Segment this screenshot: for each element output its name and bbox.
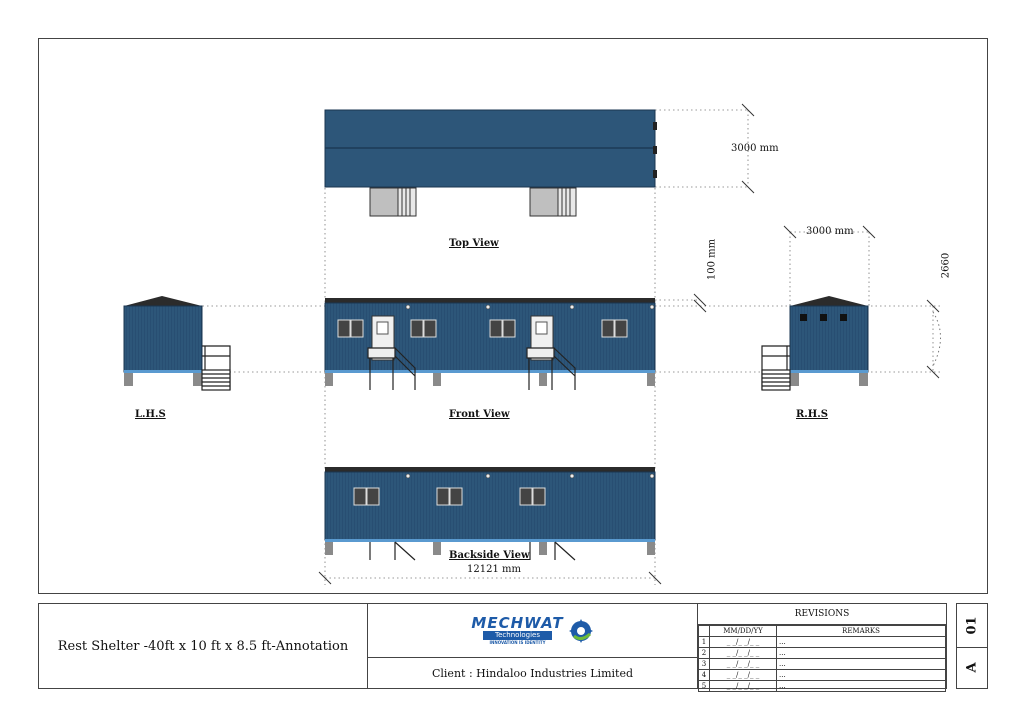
sheet-size: A (964, 662, 980, 673)
revision-remark: ... (776, 647, 946, 659)
lhs-view (123, 296, 231, 391)
dimension-rhs-height: 2660 (940, 252, 952, 279)
revision-no: 3 (698, 658, 710, 670)
lhs-view-label: L.H.S (135, 409, 166, 420)
backside-view (324, 467, 656, 561)
revision-date: _ _/_ _/_ _ (709, 636, 777, 648)
dimension-length: 12121 mm (467, 564, 521, 575)
client-name: Client : Hindaloo Industries Limited (431, 667, 633, 680)
sheet-size-cell: A (957, 647, 987, 688)
dimension-rhs-width: 3000 mm (806, 226, 854, 237)
revision-no: 4 (698, 669, 710, 681)
revision-date: _ _/_ _/_ _ (709, 658, 777, 670)
gear-icon (568, 618, 593, 643)
sheet-info: 01 A (956, 603, 988, 689)
drawing-title: Rest Shelter -40ft x 10 ft x 8.5 ft-Anno… (38, 603, 368, 689)
company-logo: MECHWAT Technologies INNOVATION IS IDENT… (368, 604, 697, 658)
table-row: 4 _ _/_ _/_ _ ... (698, 669, 946, 681)
dimension-ticks (318, 103, 940, 585)
logo-tagline: INNOVATION IS IDENTITY (489, 640, 546, 645)
revision-date-header: MM/DD/YY (709, 625, 777, 637)
sheet-number-cell: 01 (957, 604, 987, 648)
logo-block: MECHWAT Technologies INNOVATION IS IDENT… (367, 603, 698, 689)
revision-no: 5 (698, 680, 710, 692)
rhs-view (761, 296, 941, 391)
front-view-label: Front View (449, 409, 510, 420)
revision-no: 2 (698, 647, 710, 659)
revisions-block: REVISIONS MM/DD/YY REMARKS 1 _ _/_ _/_ _… (697, 603, 947, 692)
dimension-top-height: 3000 mm (731, 143, 779, 154)
revision-date: _ _/_ _/_ _ (709, 669, 777, 681)
drawing-title-text: Rest Shelter -40ft x 10 ft x 8.5 ft-Anno… (57, 638, 349, 654)
revisions-header-row: MM/DD/YY REMARKS (698, 625, 946, 637)
revision-date: _ _/_ _/_ _ (709, 680, 777, 692)
backside-view-label: Backside View (449, 550, 530, 561)
revision-remarks-header: REMARKS (776, 625, 946, 637)
rhs-view-label: R.H.S (796, 409, 828, 420)
revisions-title: REVISIONS (698, 604, 946, 625)
logo-sub: Technologies (483, 631, 552, 640)
revisions-table: MM/DD/YY REMARKS 1 _ _/_ _/_ _ ... 2 _ _… (698, 625, 946, 692)
top-view-label: Top View (449, 238, 499, 249)
front-view (324, 298, 656, 390)
table-row: 3 _ _/_ _/_ _ ... (698, 658, 946, 670)
table-row: 1 _ _/_ _/_ _ ... (698, 636, 946, 648)
revision-remark: ... (776, 658, 946, 670)
top-view (324, 109, 657, 217)
drawing-frame (38, 38, 988, 594)
table-row: 5 _ _/_ _/_ _ ... (698, 680, 946, 692)
revision-date: _ _/_ _/_ _ (709, 647, 777, 659)
dimension-roof-gap: 100 mm (706, 238, 718, 281)
logo-name: MECHWAT (471, 614, 564, 632)
revision-remark: ... (776, 680, 946, 692)
revision-no: 1 (698, 636, 710, 648)
sheet-number: 01 (964, 616, 980, 635)
revision-remark: ... (776, 669, 946, 681)
drawing-canvas (123, 103, 941, 585)
revision-remark: ... (776, 636, 946, 648)
revision-no-header (698, 625, 710, 637)
table-row: 2 _ _/_ _/_ _ ... (698, 647, 946, 659)
